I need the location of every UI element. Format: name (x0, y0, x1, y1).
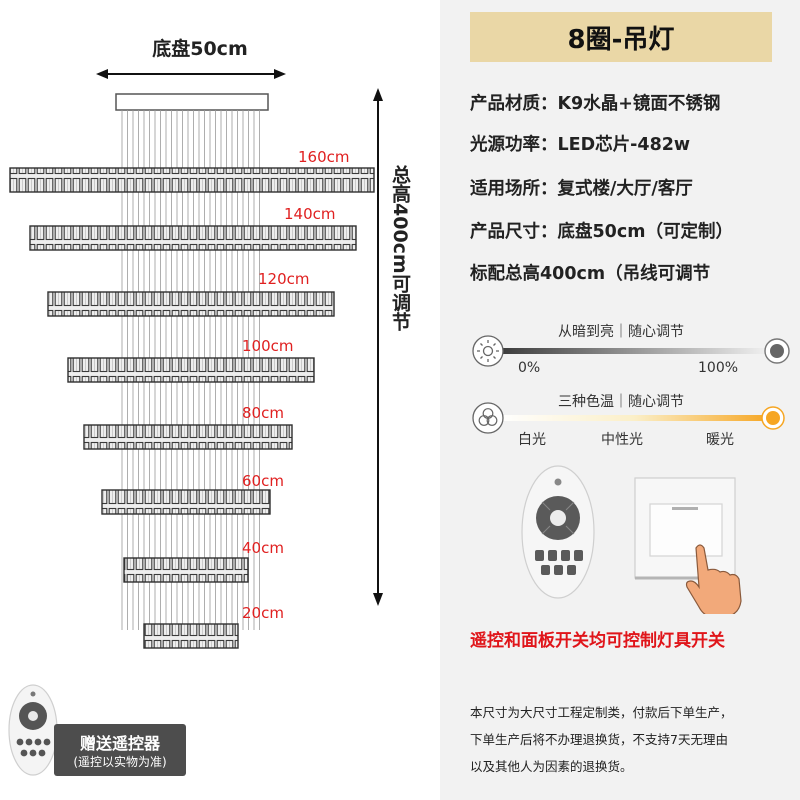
crystal-ring-3 (47, 291, 335, 317)
spec-panel: 8圈-吊灯 产品材质：K9水晶+镜面不锈钢 光源功率：LED芯片-482w 适用… (440, 0, 800, 800)
chandelier-drawing (9, 69, 383, 649)
chandelier-illustration: 底盘50cm 总高400cm可调节 160cm 140cm 120cm 100c… (9, 38, 411, 649)
spec-height: 标配总高400cm（吊线可调节 (470, 264, 711, 284)
crystal-ring-7 (123, 557, 249, 583)
canopy-plate (115, 93, 269, 111)
spec-power: 光源功率：LED芯片-482w (470, 135, 691, 155)
ring-label-40: 40cm (242, 539, 284, 557)
brightness-caption: 从暗到亮｜随心调节 (558, 324, 684, 340)
crystal-ring-6 (101, 489, 271, 515)
brightness-slider (472, 335, 790, 367)
total-height-label: 总高400cm可调节 (389, 165, 411, 331)
spec-material: 产品材质：K9水晶+镜面不锈钢 (470, 94, 721, 114)
ring-label-60: 60cm (242, 472, 284, 490)
product-title: 8圈-吊灯 (567, 24, 675, 55)
crystal-ring-2 (29, 225, 357, 251)
remote-control-icon (521, 465, 595, 599)
crystal-ring-5 (83, 424, 293, 450)
notice-line-3: 以及其他人为因素的退换货。 (470, 759, 633, 774)
gift-remote-promo: 赠送遥控器 (遥控以实物为准) (0, 680, 190, 780)
ring-label-160: 160cm (298, 148, 350, 166)
gift-title: 赠送遥控器 (79, 734, 160, 753)
control-description: 遥控和面板开关均可控制灯具开关 (470, 631, 725, 651)
hand-pointer-icon (685, 544, 742, 614)
color-temp-white-label: 白光 (518, 432, 546, 448)
brightness-max-label: 100% (698, 360, 739, 376)
ring-label-20: 20cm (242, 604, 284, 622)
spec-location: 适用场所：复式楼/大厅/客厅 (470, 179, 693, 199)
ring-label-140: 140cm (284, 205, 336, 223)
wall-switch-icon (634, 477, 742, 614)
crystal-ring-8 (143, 623, 239, 649)
product-title-box: 8圈-吊灯 (470, 12, 772, 62)
crystal-ring-1 (9, 167, 375, 193)
brightness-min-label: 0% (518, 360, 541, 376)
color-temp-neutral-label: 中性光 (601, 432, 643, 448)
gift-note: (遥控以实物为准) (73, 755, 167, 769)
sun-icon (472, 335, 504, 367)
ring-label-100: 100cm (242, 337, 294, 355)
color-temp-warm-label: 暖光 (706, 432, 734, 448)
warm-knob-icon (761, 406, 785, 430)
ring-label-120: 120cm (258, 270, 310, 288)
total-height-arrow (373, 88, 383, 606)
canopy-size-label: 底盘50cm (152, 38, 248, 60)
color-temp-caption: 三种色温｜随心调节 (558, 394, 684, 410)
color-circles-icon (472, 402, 504, 434)
dial-icon (764, 338, 790, 364)
ring-label-80: 80cm (242, 404, 284, 422)
remote-control-icon (8, 684, 58, 776)
notice-line-2: 下单生产后将不办理退换货，不支持7天无理由 (470, 732, 728, 747)
notice-line-1: 本尺寸为大尺寸工程定制类，付款后下单生产， (470, 705, 733, 720)
gift-label-box: 赠送遥控器 (遥控以实物为准) (54, 724, 186, 776)
crystal-rings (9, 167, 375, 649)
crystal-ring-4 (67, 357, 315, 383)
spec-size: 产品尺寸：底盘50cm（可定制） (470, 222, 733, 242)
canopy-width-arrow (96, 69, 286, 79)
color-temp-slider (472, 402, 785, 434)
